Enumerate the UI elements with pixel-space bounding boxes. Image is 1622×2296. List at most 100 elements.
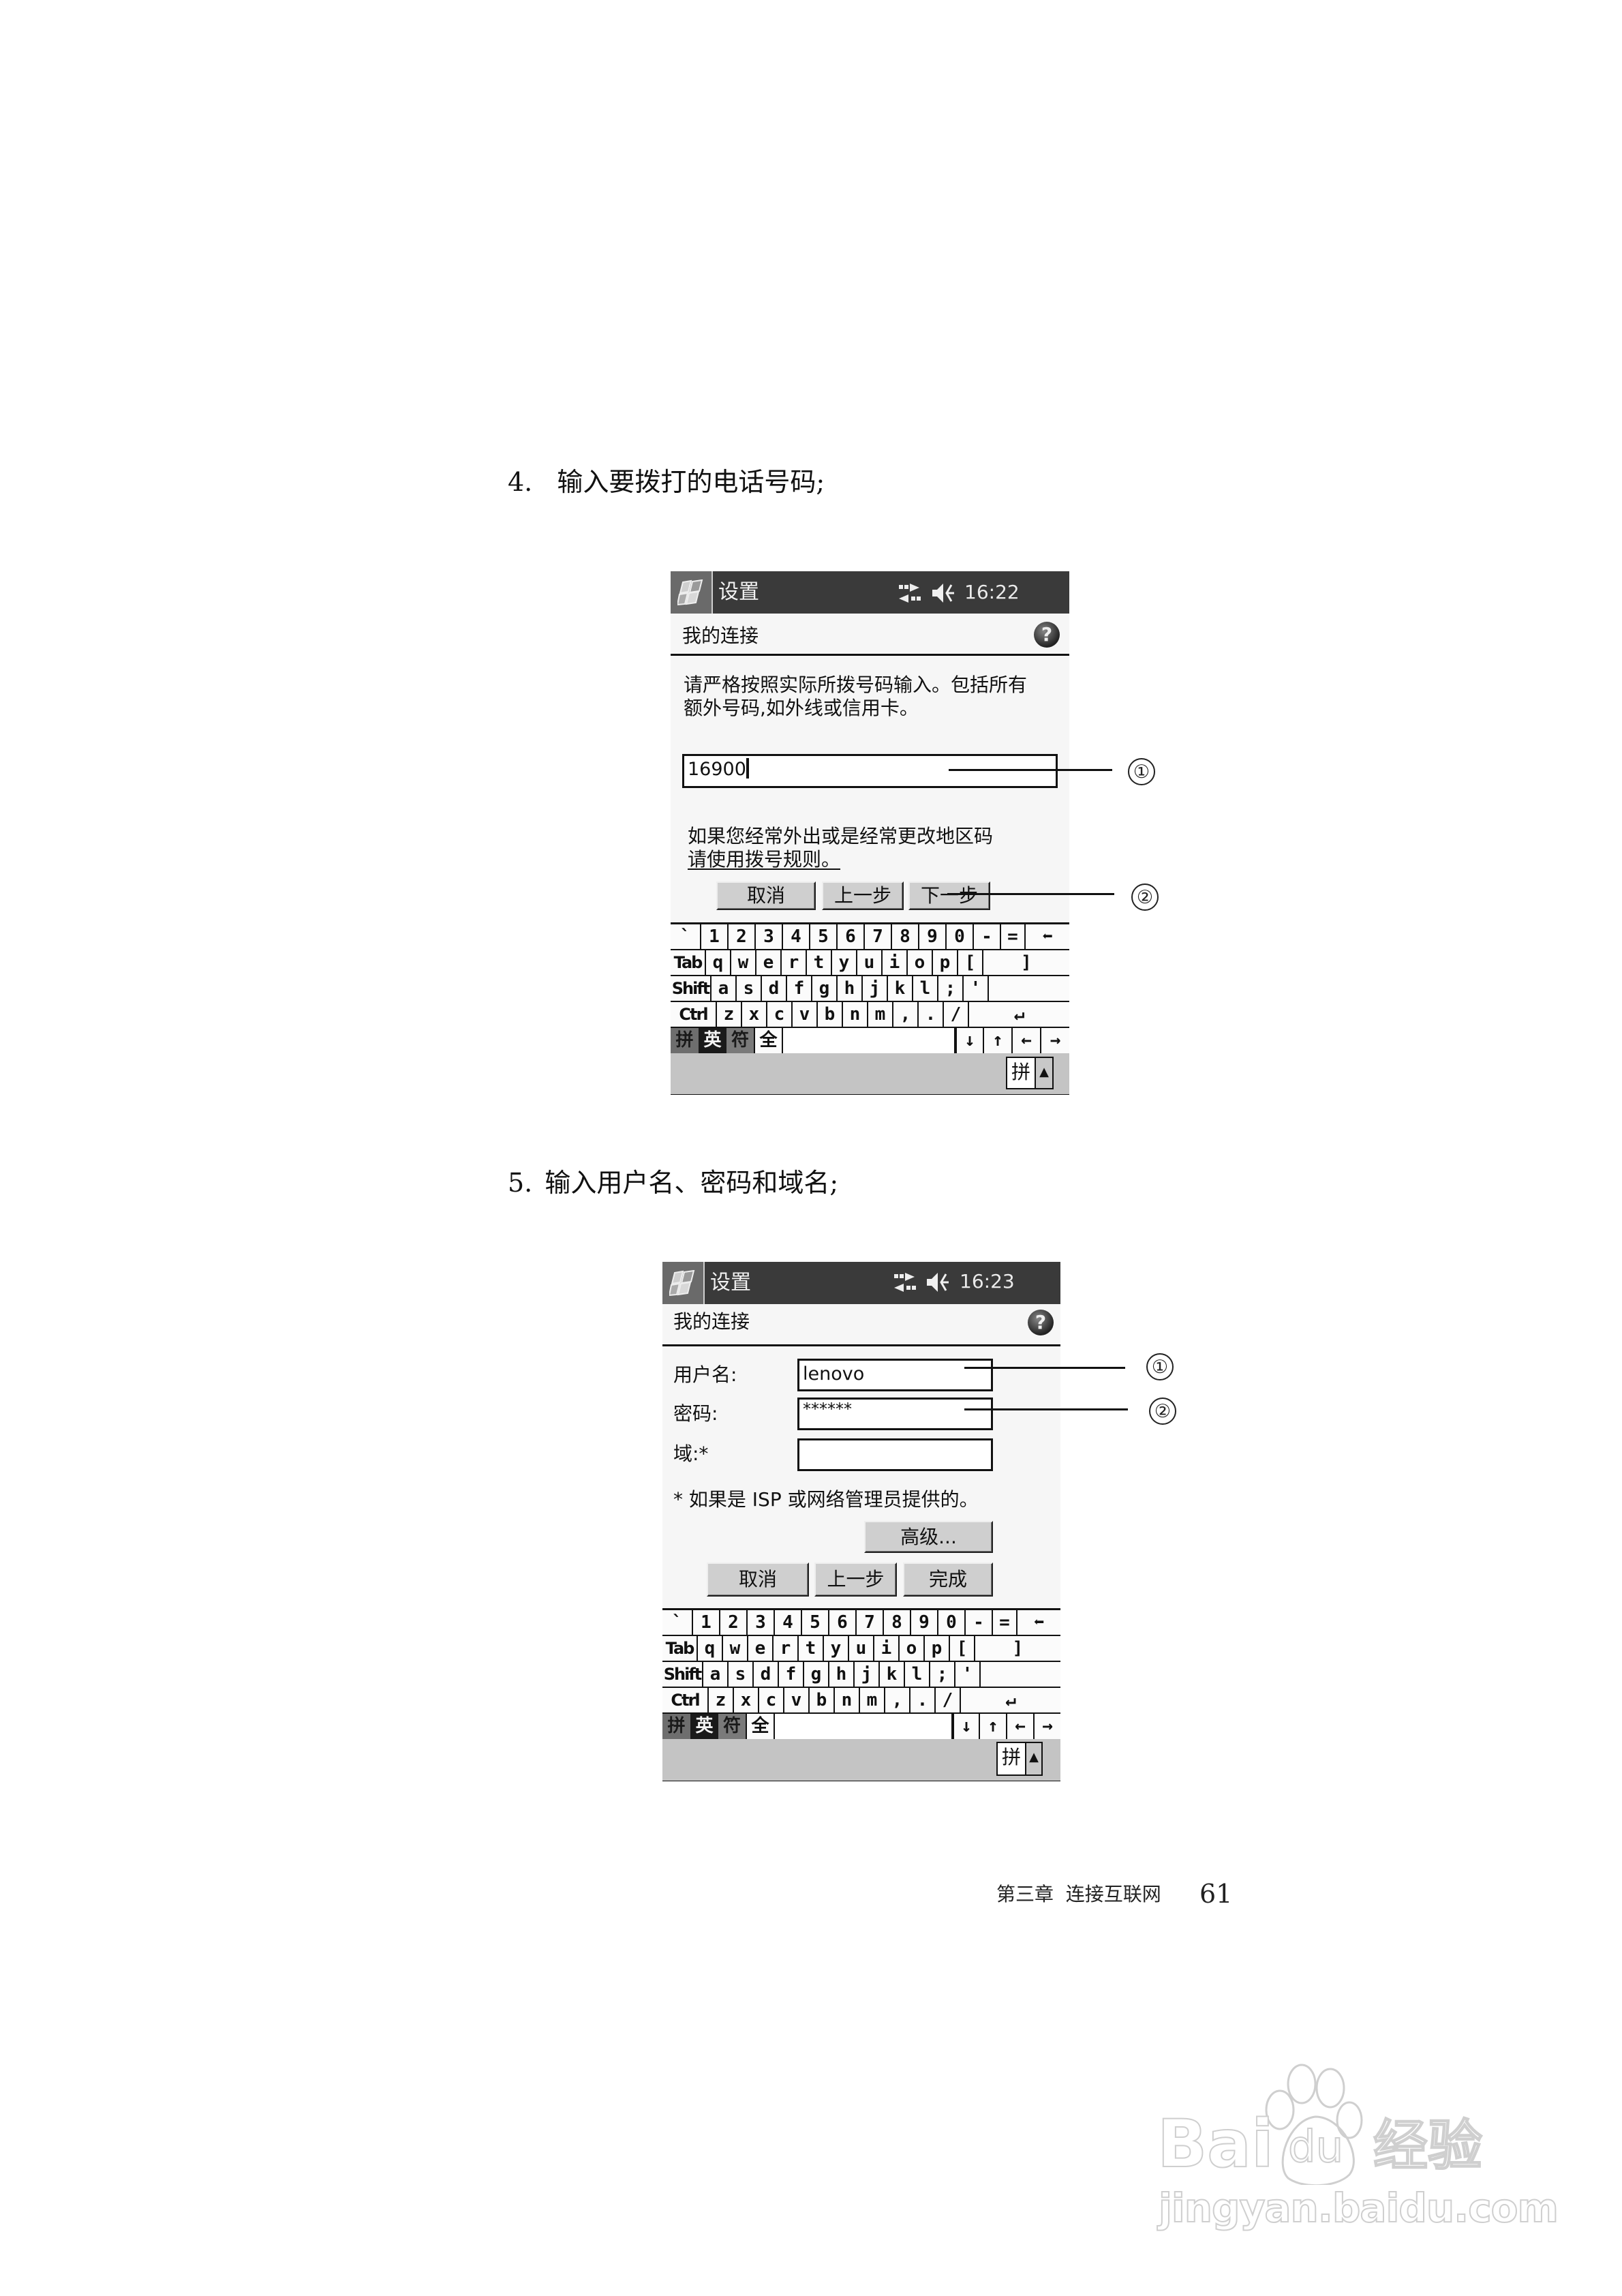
input-method-button[interactable]: 拼 — [996, 1742, 1026, 1776]
key-left-bracket[interactable]: [ — [958, 950, 983, 975]
key-9[interactable]: 9 — [919, 924, 947, 949]
start-button[interactable] — [671, 571, 713, 614]
key-s[interactable]: s — [737, 976, 762, 1001]
key-z[interactable]: z — [717, 1002, 742, 1027]
key-7[interactable]: 7 — [865, 924, 892, 949]
key-q[interactable]: q — [706, 950, 731, 975]
key-shift[interactable]: Shift — [662, 1662, 703, 1687]
key-j[interactable]: j — [863, 976, 888, 1001]
key-v[interactable]: v — [793, 1002, 818, 1027]
key-l[interactable]: l — [913, 976, 938, 1001]
arrow-left-key[interactable]: ← — [1013, 1028, 1041, 1055]
back-button[interactable]: 上一步 — [822, 881, 904, 910]
key-8[interactable]: 8 — [884, 1610, 911, 1635]
key-shift[interactable]: Shift — [671, 976, 711, 1001]
arrow-right-key[interactable]: → — [1035, 1714, 1060, 1741]
key-t[interactable]: t — [807, 950, 832, 975]
key-slash[interactable]: / — [944, 1002, 969, 1027]
key-e[interactable]: e — [748, 1636, 774, 1661]
key-r[interactable]: r — [782, 950, 807, 975]
key-period[interactable]: . — [911, 1688, 936, 1712]
finish-button[interactable]: 完成 — [903, 1562, 993, 1597]
key-ctrl[interactable]: Ctrl — [662, 1688, 709, 1712]
mode-pinyin-key[interactable]: 拼 — [671, 1028, 699, 1055]
key-q[interactable]: q — [698, 1636, 723, 1661]
key-equals[interactable]: = — [1001, 924, 1026, 949]
cancel-button[interactable]: 取消 — [707, 1562, 809, 1597]
key-9[interactable]: 9 — [911, 1610, 938, 1635]
help-icon[interactable]: ? — [1034, 622, 1060, 648]
start-button[interactable] — [662, 1262, 705, 1304]
key-h[interactable]: h — [829, 1662, 855, 1687]
key-right-bracket[interactable]: ] — [975, 1636, 1060, 1661]
key-6[interactable]: 6 — [838, 924, 865, 949]
key-i[interactable]: i — [874, 1636, 900, 1661]
key-j[interactable]: j — [855, 1662, 880, 1687]
key-0[interactable]: 0 — [938, 1610, 966, 1635]
arrow-down-key[interactable]: ↓ — [953, 1714, 980, 1741]
key-tab[interactable]: Tab — [671, 950, 706, 975]
key-2[interactable]: 2 — [720, 1610, 748, 1635]
key-d[interactable]: d — [762, 976, 787, 1001]
sync-arrows-icon[interactable] — [896, 582, 922, 604]
key-5[interactable]: 5 — [810, 924, 838, 949]
help-icon[interactable]: ? — [1028, 1310, 1054, 1335]
key-backtick[interactable]: ` — [662, 1610, 693, 1635]
arrow-right-key[interactable]: → — [1041, 1028, 1069, 1055]
arrow-up-key[interactable]: ↑ — [984, 1028, 1013, 1055]
key-m[interactable]: m — [860, 1688, 885, 1712]
key-right-bracket[interactable]: ] — [983, 950, 1069, 975]
back-button[interactable]: 上一步 — [814, 1562, 897, 1597]
key-equals[interactable]: = — [993, 1610, 1017, 1635]
mode-symbol-key[interactable]: 符 — [726, 1028, 755, 1055]
speaker-icon[interactable] — [925, 1270, 951, 1295]
full-width-key[interactable]: 全 — [755, 1028, 783, 1055]
key-n[interactable]: n — [835, 1688, 860, 1712]
key-u[interactable]: u — [849, 1636, 874, 1661]
key-n[interactable]: n — [843, 1002, 868, 1027]
cancel-button[interactable]: 取消 — [716, 881, 816, 910]
arrow-up-key[interactable]: ↑ — [980, 1714, 1007, 1741]
enter-key[interactable]: ↵ — [961, 1688, 1060, 1712]
key-7[interactable]: 7 — [857, 1610, 884, 1635]
key-semicolon[interactable]: ; — [930, 1662, 955, 1687]
advanced-button[interactable]: 高级... — [864, 1521, 993, 1553]
key-y[interactable]: y — [832, 950, 857, 975]
full-width-key[interactable]: 全 — [747, 1714, 775, 1741]
next-button[interactable]: 下一步 — [908, 881, 990, 910]
key-z[interactable]: z — [709, 1688, 734, 1712]
key-l[interactable]: l — [905, 1662, 930, 1687]
key-5[interactable]: 5 — [802, 1610, 829, 1635]
key-u[interactable]: u — [857, 950, 883, 975]
clock[interactable]: 16:22 — [964, 581, 1020, 603]
key-y[interactable]: y — [824, 1636, 849, 1661]
key-b[interactable]: b — [818, 1002, 843, 1027]
key-slash[interactable]: / — [936, 1688, 961, 1712]
key-w[interactable]: w — [731, 950, 756, 975]
key-comma[interactable]: , — [885, 1688, 911, 1712]
input-panel-arrow[interactable]: ▲ — [1036, 1057, 1054, 1089]
key-6[interactable]: 6 — [829, 1610, 857, 1635]
sync-arrows-icon[interactable] — [891, 1271, 917, 1293]
space-key[interactable] — [775, 1714, 953, 1741]
key-1[interactable]: 1 — [693, 1610, 720, 1635]
key-2[interactable]: 2 — [729, 924, 756, 949]
key-f[interactable]: f — [779, 1662, 804, 1687]
key-p[interactable]: p — [933, 950, 958, 975]
key-4[interactable]: 4 — [783, 924, 810, 949]
space-key[interactable] — [783, 1028, 955, 1055]
key-minus[interactable]: - — [966, 1610, 993, 1635]
arrow-left-key[interactable]: ← — [1007, 1714, 1035, 1741]
key-backtick[interactable]: ` — [671, 924, 701, 949]
key-t[interactable]: t — [799, 1636, 824, 1661]
key-m[interactable]: m — [868, 1002, 893, 1027]
key-h[interactable]: h — [838, 976, 863, 1001]
key-a[interactable]: a — [703, 1662, 729, 1687]
key-f[interactable]: f — [787, 976, 812, 1001]
backspace-key[interactable]: ⬅ — [1026, 924, 1069, 949]
key-r[interactable]: r — [774, 1636, 799, 1661]
input-panel-arrow[interactable]: ▲ — [1026, 1742, 1043, 1776]
input-method-button[interactable]: 拼 — [1006, 1057, 1036, 1089]
key-tab[interactable]: Tab — [662, 1636, 698, 1661]
clock[interactable]: 16:23 — [960, 1270, 1015, 1293]
